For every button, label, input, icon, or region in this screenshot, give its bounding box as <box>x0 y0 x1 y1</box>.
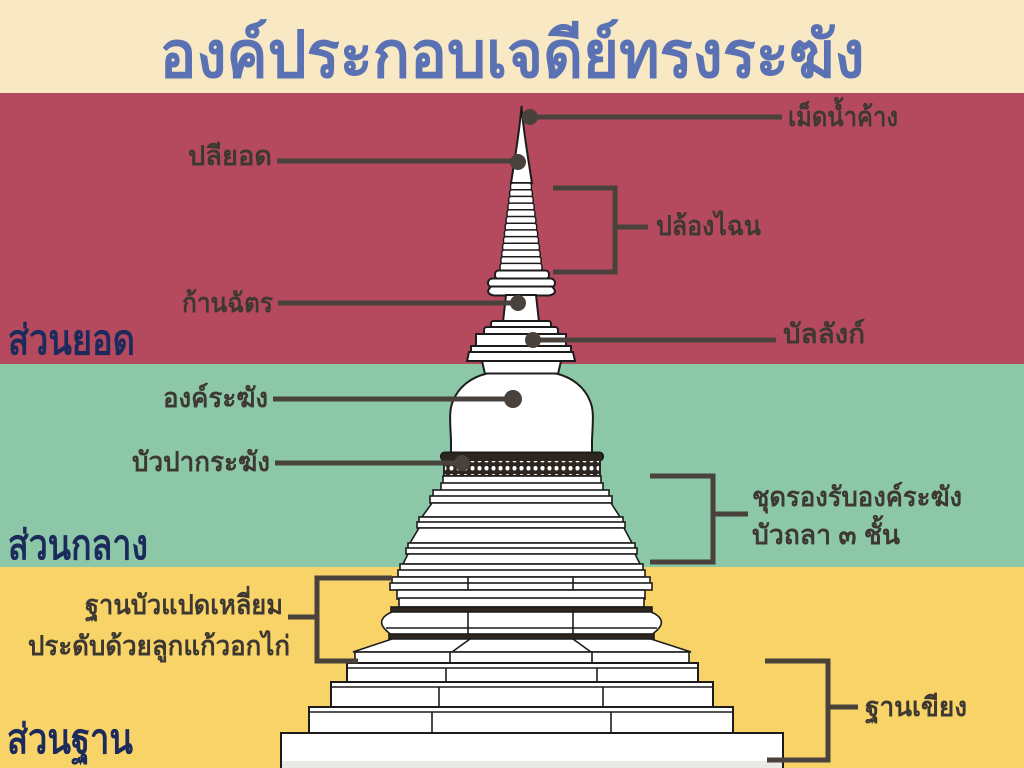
bell-support-tiers-shape <box>397 475 646 578</box>
section-label-middle: ส่วนกลาง <box>8 522 148 568</box>
label-plinth: ฐานเขียง <box>865 692 967 725</box>
label-top-spire: ปลียอด <box>188 141 272 171</box>
label-octagonal-base-2: ประดับด้วยลูกแก้วอกไก่ <box>28 630 290 663</box>
dew-drop-dot <box>522 109 538 125</box>
label-bell: องค์ระฆัง <box>163 382 268 413</box>
callout-dots <box>454 109 541 471</box>
bell-shape <box>449 372 594 457</box>
plinth-base-shape <box>280 662 784 768</box>
spire-rings-shape <box>499 182 543 272</box>
label-octagonal-base-1: ฐานบัวแปดเหลี่ยม <box>85 585 283 623</box>
section-label-base: ส่วนฐาน <box>7 716 133 766</box>
throne-shape <box>465 333 577 362</box>
bell-support-bracket <box>650 473 716 565</box>
bell-mouth-lotus-shape <box>440 451 604 477</box>
bell-mouth-dot <box>454 455 470 471</box>
callout-lines <box>273 114 858 763</box>
bell-dot <box>504 390 522 408</box>
umbrella-stem-dot <box>510 295 526 311</box>
page-title: องค์ประกอบเจดีย์ทรงระฆัง <box>160 18 865 91</box>
label-bell-support-2: บัวถลา ๓ ชั้น <box>752 514 901 550</box>
label-umbrella-stem: ก้านฉัตร <box>182 288 273 318</box>
label-spire-rings: ปล้องไฉน <box>656 210 761 241</box>
label-throne: บัลลังก์ <box>783 318 865 349</box>
spire-rings-bracket <box>553 185 618 275</box>
octagonal-base-shape <box>352 576 692 664</box>
throne-dot <box>525 332 541 348</box>
label-bell-mouth: บัวปากระฆัง <box>132 447 270 477</box>
label-dew-drop: เม็ดน้ำค้าง <box>788 96 898 132</box>
chedi-drawing <box>280 105 784 768</box>
section-label-top: ส่วนยอด <box>8 317 135 363</box>
top-spire-dot <box>510 154 526 170</box>
label-bell-support-1: ชุดรองรับองค์ระฆัง <box>752 481 962 514</box>
plinth-bracket <box>765 658 831 763</box>
